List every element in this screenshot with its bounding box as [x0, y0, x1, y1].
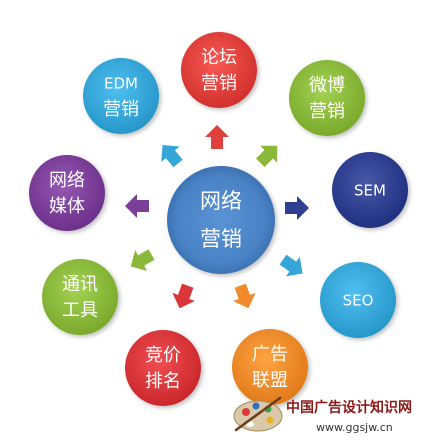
node-bidding-label-line2: 排名 [145, 371, 181, 392]
node-sem-label-line1: SEM [354, 182, 386, 200]
center-circle [167, 166, 275, 274]
arrow-to-edm [161, 145, 183, 168]
arrow-to-media [125, 194, 149, 218]
node-seo: SEO [320, 262, 396, 338]
node-ad-circle [232, 329, 308, 405]
node-weibo-circle [289, 60, 365, 136]
node-weibo-label-line2: 营销 [309, 101, 345, 122]
node-ad-label-line1: 广告 [252, 344, 288, 365]
arrow-to-sem [285, 196, 309, 220]
node-tools-circle [42, 259, 118, 335]
node-weibo-label-line1: 微博 [309, 75, 345, 96]
arrow-to-bidding [172, 283, 195, 309]
node-media-circle [29, 155, 105, 231]
center-label-line2: 营销 [200, 227, 242, 251]
watermark-title: 中国广告设计知识网 [286, 399, 412, 416]
arrows-layer [125, 125, 309, 309]
node-forum-label-line2: 营销 [201, 73, 237, 94]
node-seo-label-line1: SEO [343, 292, 374, 310]
node-tools-label-line2: 工具 [62, 300, 98, 321]
node-bidding-circle [125, 330, 201, 406]
arrow-to-forum [205, 125, 229, 149]
center-label-line1: 网络 [200, 189, 242, 213]
node-sem-circle [332, 152, 408, 228]
node-bidding-label-line1: 竞价 [145, 345, 181, 366]
node-tools-label-line1: 通讯 [62, 274, 98, 295]
node-forum-label-line1: 论坛 [201, 47, 237, 68]
arrow-to-seo [279, 254, 303, 277]
node-sem: SEM [332, 152, 408, 228]
node-edm-label-line1: EDM [104, 75, 138, 93]
arrow-to-tools [130, 249, 155, 271]
arrow-to-weibo [255, 145, 278, 168]
watermark: 中国广告设计知识网 www.ggsjw.cn [233, 396, 412, 434]
node-media-label-line1: 网络 [49, 170, 85, 191]
palette-logo-icon [233, 396, 283, 432]
arrow-to-ad [233, 283, 256, 309]
nodes-layer: 论坛营销微博营销SEMSEO广告联盟竞价排名通讯工具网络媒体EDM营销 [29, 32, 408, 406]
watermark-url: www.ggsjw.cn [316, 421, 393, 434]
node-media-label-line2: 媒体 [49, 196, 85, 217]
node-ad-label-line2: 联盟 [252, 370, 288, 391]
node-seo-circle [320, 262, 396, 338]
node-edm-label-line2: 营销 [103, 99, 139, 120]
node-edm-circle [83, 58, 159, 134]
node-edm: EDM 营销 [83, 58, 159, 134]
center-node-network-marketing: 网络 营销 [167, 166, 275, 274]
node-forum-circle [181, 32, 257, 108]
